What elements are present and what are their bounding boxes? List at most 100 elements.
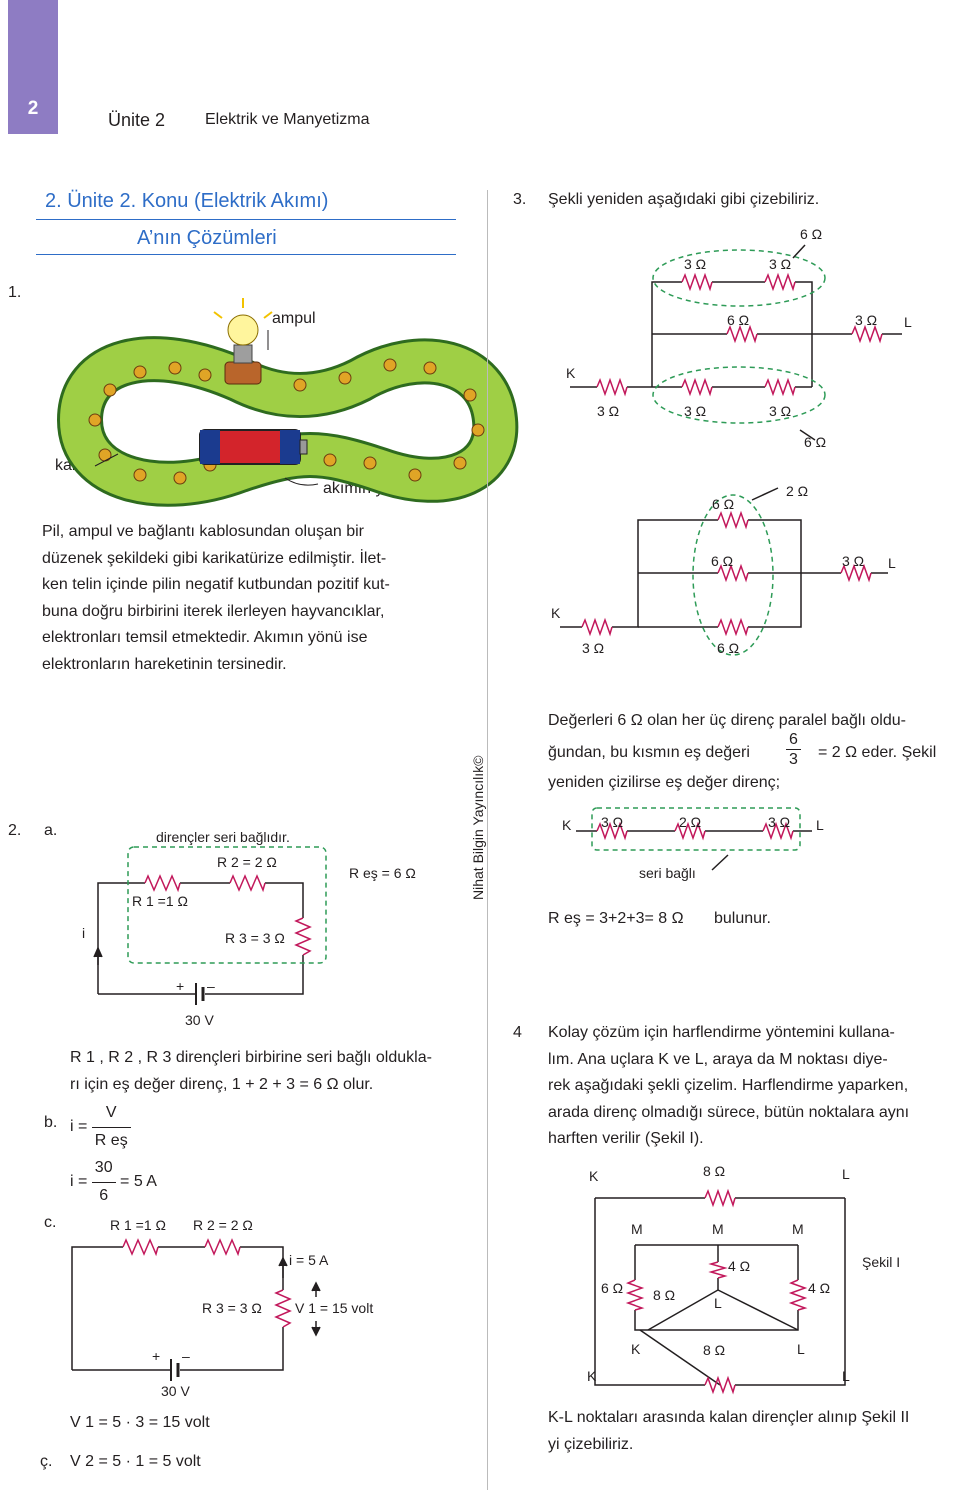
q1-line: buna doğru birbirini iterek ilerleyen ha… [42, 602, 385, 620]
d2-label: 3 Ω [582, 640, 605, 656]
q4-node: L [842, 1166, 850, 1182]
d2-node-k: K [551, 605, 561, 621]
q4-line: harften verilir (Şekil I). [548, 1130, 704, 1147]
q2-voltage-label: 30 V [185, 1012, 214, 1028]
q4-node: K [589, 1168, 599, 1184]
formula-i: i = [70, 1118, 88, 1136]
d3-node-k: K [562, 817, 572, 833]
q4-node: K [631, 1341, 641, 1357]
q2c-r1-label: R 1 =1 Ω [110, 1217, 166, 1233]
q4-node: L [714, 1295, 722, 1311]
q4-node: M [631, 1221, 643, 1237]
q2c-v1-equation: V 1 = 5 · 3 = 15 volt [70, 1414, 210, 1431]
q4-figure-caption: Şekil I [862, 1254, 901, 1270]
q2c-current-label: i = 5 A [289, 1252, 329, 1268]
d2-label: 6 Ω [711, 553, 734, 569]
q2b-formula-1: i = V R eş [70, 1100, 131, 1154]
d1-node-l: L [904, 314, 912, 330]
q3-line: = 2 Ω eder. Şekil [818, 744, 937, 761]
q4-figure [594, 1188, 846, 1395]
q2-line: rı için eş değer direnç, 1 + 2 + 3 = 6 Ω… [70, 1075, 374, 1093]
d2-label: 6 Ω [717, 640, 740, 656]
q4-line: arada direnç olmadığı sürece, bütün nokt… [548, 1103, 910, 1121]
title-rule [36, 219, 456, 220]
q1-line: elektronları temsil etmektedir. Akımın y… [42, 629, 368, 646]
d2-node-l: L [888, 555, 896, 571]
q3-diagram-1 [570, 244, 902, 441]
q2c-r2-label: R 2 = 2 Ω [193, 1217, 253, 1233]
d2-label: 6 Ω [712, 496, 735, 512]
unit-label: Ünite 2 [108, 110, 166, 130]
q2-v2-equation: V 2 = 5 · 1 = 5 volt [70, 1453, 201, 1470]
q2-series-note: dirençler seri bağlıdır. [156, 829, 290, 845]
q4-node: M [792, 1221, 804, 1237]
q2-r2-label: R 2 = 2 Ω [217, 854, 277, 870]
d1-label: 3 Ω [597, 403, 620, 419]
q2-r3-label: R 3 = 3 Ω [225, 930, 285, 946]
numerator: V [91, 1100, 131, 1128]
q1-line: düzenek şekildeki gibi karikatürize edil… [42, 549, 387, 567]
q4-label: 4 Ω [728, 1258, 751, 1274]
q4-line: rek aşağıdaki şekli çizelim. Harflendirm… [548, 1077, 909, 1094]
q3-line: yeniden çizilirse eş değer direnç; [548, 774, 781, 791]
q4-node: L [797, 1341, 805, 1357]
d1-label: 3 Ω [769, 403, 792, 419]
d1-label: 6 Ω [804, 434, 827, 450]
battery-loop-illustration [56, 298, 519, 507]
q2-plus: + [176, 978, 185, 994]
numerator: 6 [786, 730, 801, 750]
q1-number: 1. [8, 284, 22, 301]
q2c-plus: + [152, 1348, 161, 1364]
q2-part-c: c. [44, 1214, 57, 1231]
publisher-credit: Nihat Bilgin Yayıncılık© [470, 755, 486, 900]
d2-label: 3 Ω [842, 553, 865, 569]
q3-req: R eş = 3+2+3= 8 Ω [548, 910, 684, 927]
q1-label-ampul: ampul [272, 310, 316, 327]
numerator: 30 [91, 1155, 116, 1183]
q2-number: 2. [8, 822, 22, 839]
q4-label: 8 Ω [703, 1342, 726, 1358]
d3-label: 2 Ω [679, 814, 702, 830]
d1-label: 3 Ω [769, 256, 792, 272]
q2-minus: – [207, 978, 215, 994]
q2c-v1-label: V 1 = 15 volt [295, 1300, 374, 1316]
q4-label: 8 Ω [653, 1287, 676, 1303]
q4-end-line: yi çizebiliriz. [548, 1435, 634, 1453]
q2-req-label: R eş = 6 Ω [349, 865, 416, 881]
q3-number: 3. [513, 191, 527, 208]
q4-label: 8 Ω [703, 1163, 726, 1179]
q2c-circuit [71, 1238, 321, 1381]
d3-label: 3 Ω [768, 814, 791, 830]
page-number: 2 [27, 98, 39, 119]
q3-line: Değerleri 6 Ω olan her üç direnç paralel… [548, 712, 906, 729]
q4-node: K [587, 1368, 597, 1384]
q4-end: K-L noktaları arasında kalan dirençler a… [548, 1405, 909, 1458]
q2c-r3-label: R 3 = 3 Ω [202, 1300, 262, 1316]
section-subtitle: A’nın Çözümleri [137, 227, 277, 249]
q4-line: lım. Ana uçlara K ve L, araya da M nokta… [548, 1050, 888, 1068]
q4-number: 4 [513, 1024, 522, 1041]
d1-label: 3 Ω [684, 256, 707, 272]
q4-label: 4 Ω [808, 1280, 831, 1296]
denominator: R eş [94, 1131, 128, 1149]
q3-line: ğundan, bu kısmın eş değeri [548, 744, 750, 761]
q2-current-label: i [82, 925, 86, 941]
q2c-minus: – [182, 1348, 190, 1364]
d1-label: 3 Ω [684, 403, 707, 419]
q1-paragraph: Pil, ampul ve bağlantı kablosundan oluşa… [42, 519, 462, 678]
q2-r1-label: R 1 =1 Ω [132, 893, 188, 909]
q4-node: L [842, 1368, 850, 1384]
q3-diagram-2 [560, 487, 888, 656]
q2-part-b: b. [44, 1114, 58, 1131]
q4-node: M [712, 1221, 724, 1237]
q2-line: R 1 , R 2 , R 3 dirençleri birbirine ser… [70, 1049, 432, 1066]
d3-node-l: L [816, 817, 824, 833]
formula-result: = 5 A [120, 1173, 157, 1191]
page-number-tab: 2 [8, 0, 58, 134]
section-title: 2. Ünite 2. Konu (Elektrik Akımı) [45, 190, 329, 212]
d1-label: 6 Ω [727, 312, 750, 328]
q3-intro: Şekli yeniden aşağıdaki gibi çizebiliriz… [548, 191, 820, 208]
